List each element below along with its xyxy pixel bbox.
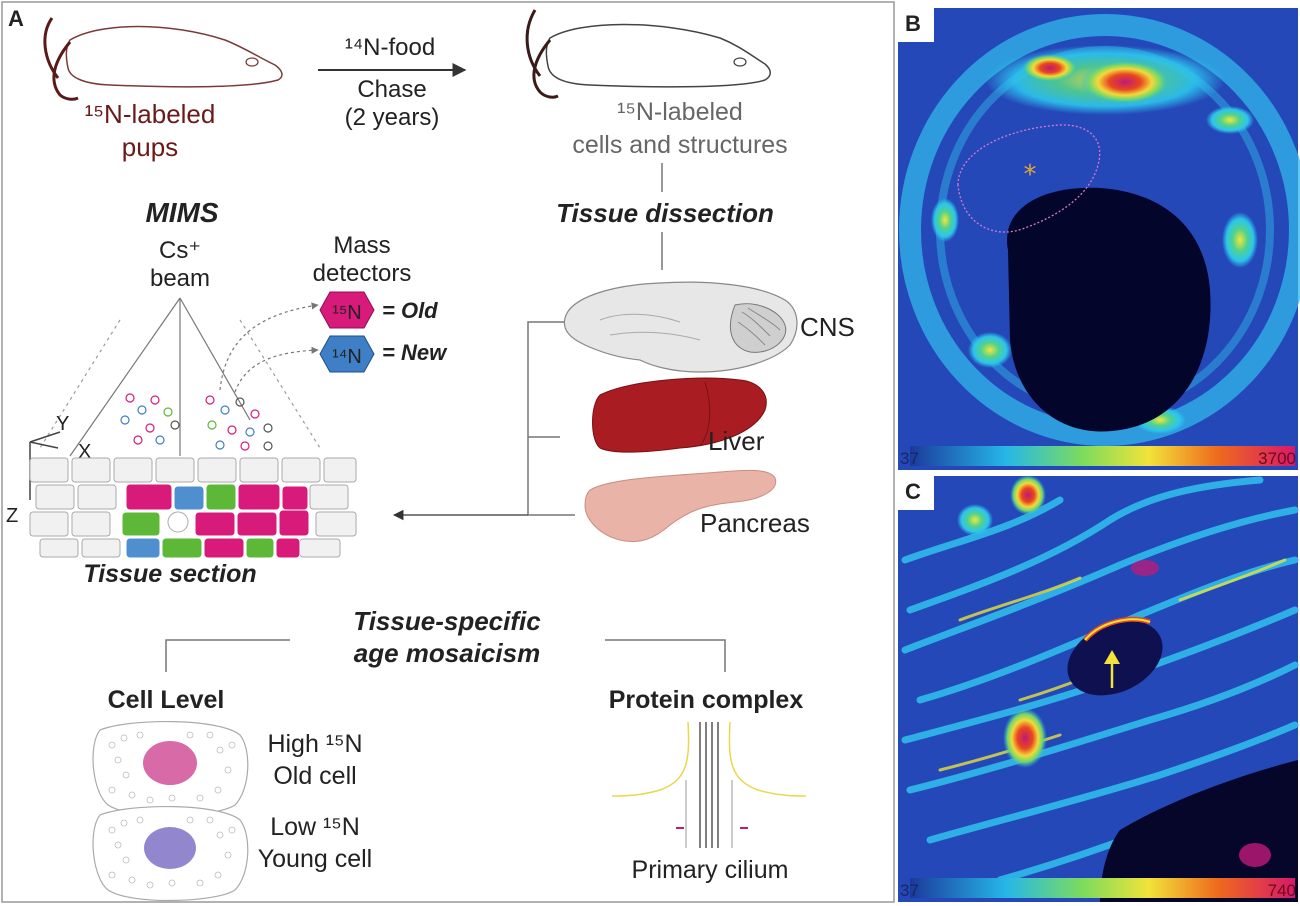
old-cell-label-line1: High ¹⁵N xyxy=(267,730,362,758)
old-isotope-hexagon xyxy=(319,291,375,329)
panel-c-image xyxy=(898,475,1299,902)
detector-arrow-old xyxy=(219,302,319,391)
protein-complex-heading: Protein complex xyxy=(609,686,804,714)
mosaicism-bracket xyxy=(165,639,726,672)
new-isotope-hexagon xyxy=(319,335,375,373)
panel-a-label: A xyxy=(8,6,24,31)
liver-lobe-line xyxy=(699,381,711,447)
cells-label-line2: cells and structures xyxy=(572,131,787,159)
panel-b-image: * xyxy=(898,8,1300,470)
cell-level-heading: Cell Level xyxy=(108,686,225,714)
beam-label-line2: beam xyxy=(150,265,210,292)
panel-c-label: C xyxy=(905,479,921,504)
pancreas-icon xyxy=(584,469,777,543)
cells-label-line1: ¹⁵N-labeled xyxy=(617,98,743,126)
beam-lines xyxy=(69,297,251,457)
old-isotope-text: = Old xyxy=(382,298,438,323)
tissue-section-label: Tissue section xyxy=(83,560,256,588)
brain-icon xyxy=(563,281,798,373)
panel-b-scale-max: 3700 xyxy=(1258,449,1296,468)
detector-arrow-new xyxy=(234,346,319,393)
food-label: ¹⁴N-food xyxy=(345,34,435,61)
new-isotope-text: = New xyxy=(382,340,448,365)
liver-icon xyxy=(592,377,767,453)
panel-b-scale-min: 37 xyxy=(900,449,919,468)
young-cell-label-line2: Young cell xyxy=(258,845,372,873)
young-cell-label-line1: Low ¹⁵N xyxy=(270,813,360,841)
detectors-label-line2: detectors xyxy=(313,260,412,287)
axis-z-label: Z xyxy=(6,505,18,527)
dissection-title: Tissue dissection xyxy=(556,198,774,228)
detectors-label-line1: Mass xyxy=(333,232,390,259)
old-cell-icon xyxy=(92,720,249,817)
young-cell-icon xyxy=(92,805,249,902)
panel-c-scale-max: 740 xyxy=(1268,881,1296,900)
mosaicism-title-line2: age mosaicism xyxy=(354,638,540,668)
organ-bracket xyxy=(527,321,575,516)
svg-text:*: * xyxy=(1024,160,1037,190)
chase-label-line1: Chase xyxy=(357,76,426,103)
axis-y-label: Y xyxy=(56,413,69,435)
mouse-adult-icon xyxy=(525,9,771,99)
new-isotope-tag: ¹⁴N xyxy=(332,346,362,368)
tissue-section xyxy=(29,457,357,558)
organ-liver-label: Liver xyxy=(708,426,765,456)
panel-c-scale-min: 37 xyxy=(900,881,919,900)
old-cell-label-line2: Old cell xyxy=(273,762,356,790)
mouse-pups-icon xyxy=(43,17,283,101)
mims-title: MIMS xyxy=(145,197,218,228)
organ-pancreas-label: Pancreas xyxy=(700,508,810,538)
pups-label-line1: ¹⁵N-labeled xyxy=(85,99,216,129)
cilium-icon xyxy=(611,721,807,848)
panel-b-label: B xyxy=(905,11,921,36)
chase-label-line2: (2 years) xyxy=(345,104,440,131)
organ-cns-label: CNS xyxy=(800,312,855,342)
cilium-label: Primary cilium xyxy=(632,856,789,884)
beam-label-line1: Cs⁺ xyxy=(159,237,201,264)
tissue-cells xyxy=(121,483,310,559)
sputtered-ions xyxy=(120,393,273,451)
pups-label-line2: pups xyxy=(122,132,178,162)
old-isotope-tag: ¹⁵N xyxy=(332,302,361,324)
mosaicism-title-line1: Tissue-specific xyxy=(353,606,541,636)
